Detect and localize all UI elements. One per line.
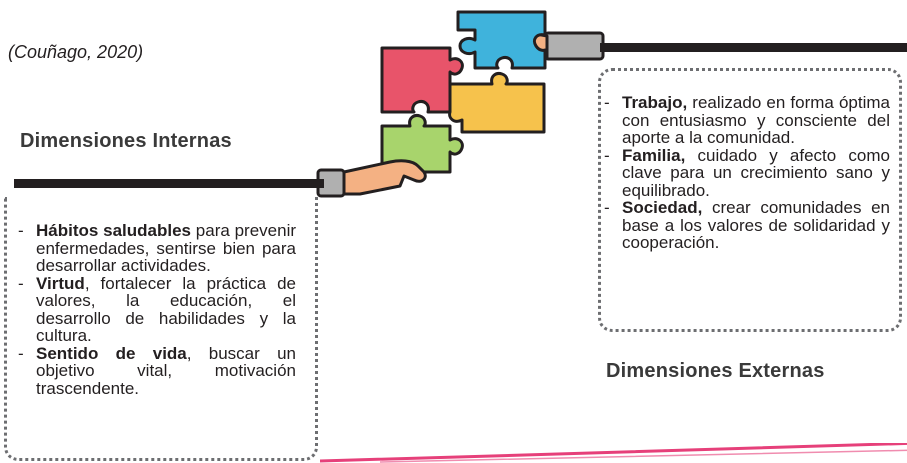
item-term: Hábitos saludables xyxy=(36,221,191,240)
list-item: -Trabajo, realizado en forma óptima con … xyxy=(604,93,890,147)
decorative-pink-swoosh xyxy=(320,443,907,463)
item-text: , fortalecer la práctica de valores, la … xyxy=(36,273,296,345)
external-dimensions-list: -Trabajo, realizado en forma óptima con … xyxy=(600,94,890,252)
item-term: Trabajo, xyxy=(622,93,688,112)
item-term: Sociedad, xyxy=(622,198,703,217)
internal-dimensions-heading: Dimensiones Internas xyxy=(20,130,232,152)
internal-dimensions-list: -Hábitos saludables para prevenir enferm… xyxy=(14,222,296,397)
puzzle-piece-cyan xyxy=(456,10,547,70)
puzzle-piece-green xyxy=(380,114,464,174)
external-dimensions-heading: Dimensiones Externas xyxy=(606,360,825,382)
external-dimensions-box xyxy=(598,68,902,332)
list-item: -Hábitos saludables para prevenir enferm… xyxy=(18,221,297,275)
item-text: cuidado y afecto como clave para un crec… xyxy=(622,145,890,200)
item-term: Virtud xyxy=(36,273,85,293)
list-item: -Virtud, fortalecer la práctica de valor… xyxy=(18,273,296,345)
citation: (Couñago, 2020) xyxy=(8,42,144,62)
bottom-hand-icon xyxy=(316,159,427,198)
list-item: -Sentido de vida, buscar un objetivo vit… xyxy=(18,343,296,398)
left-divider-line xyxy=(14,179,324,188)
item-text: realizado en forma óptima con entusiasmo… xyxy=(622,93,890,147)
item-text: , buscar un objetivo vital, motivación t… xyxy=(36,343,296,398)
puzzle-piece-yellow xyxy=(448,72,546,134)
item-text: para prevenir enfermedades, sentirse bie… xyxy=(36,221,297,275)
list-item: -Familia, cuidado y afecto como clave pa… xyxy=(604,145,890,200)
item-term: Sentido de vida xyxy=(36,343,187,363)
item-text: crear comunidades en base a los valores … xyxy=(622,198,890,252)
item-term: Familia, xyxy=(622,145,686,165)
puzzle-hands-illustration xyxy=(316,10,605,198)
list-item: -Sociedad, crear comunidades en base a l… xyxy=(604,198,890,252)
right-divider-line xyxy=(600,43,907,52)
